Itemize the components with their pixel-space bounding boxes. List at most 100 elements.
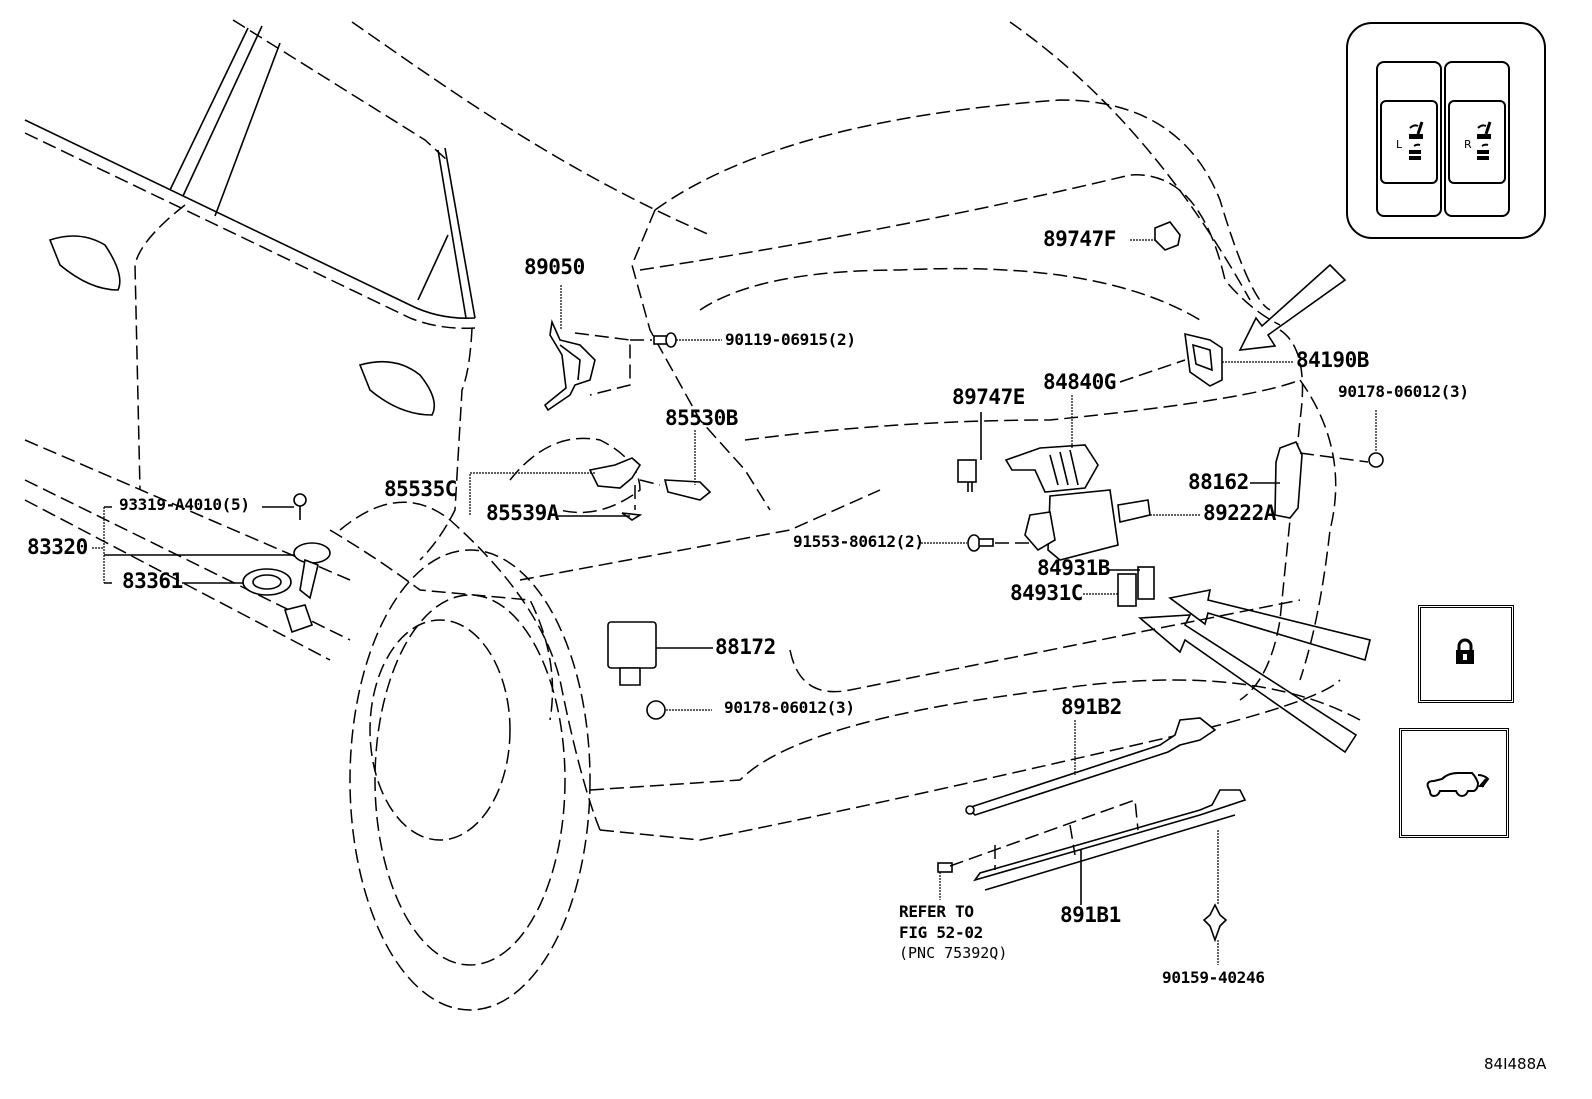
arrow-to-84931B — [1168, 588, 1371, 662]
rear-body-side — [1239, 329, 1304, 701]
part-891B2-harness — [965, 717, 1217, 816]
leader-84840G — [1119, 359, 1186, 383]
seat-switch-left-face: L — [1380, 100, 1438, 184]
label-84931B: 84931B — [1037, 556, 1110, 580]
leader-89050-bolt — [574, 332, 652, 396]
part-84840G-handle — [1004, 444, 1099, 493]
hatch-top — [1009, 21, 1251, 301]
tire-outer — [349, 549, 591, 1011]
fuel-door — [509, 437, 641, 514]
part-93319-screw — [293, 493, 307, 520]
hatch-side — [631, 209, 771, 511]
figure-code: 84I488A — [1484, 1055, 1547, 1073]
b-pillar — [214, 42, 281, 217]
a-pillar-inner — [182, 25, 263, 197]
lower-body — [519, 489, 881, 581]
arrow-to-84190B — [1238, 263, 1347, 351]
label-88172: 88172 — [715, 635, 776, 659]
label-891B1: 891B1 — [1060, 903, 1121, 927]
leader-85535C-dash — [634, 479, 661, 510]
part-84931B-switch — [1137, 566, 1155, 600]
leader-891B1-dash — [949, 798, 1139, 870]
roof-edge — [232, 19, 448, 161]
label-84840G: 84840G — [1043, 370, 1116, 394]
lock-switch-inset — [1418, 605, 1514, 703]
part-85535C-fuel-lid-lock — [588, 457, 642, 489]
part-85530B-actuator — [663, 479, 712, 501]
label-90159-40246: 90159-40246 — [1162, 968, 1265, 987]
part-90119-bolt — [653, 332, 677, 348]
seat-switch-left: L — [1376, 61, 1442, 217]
c-pillar-inner — [437, 149, 467, 319]
tire-inner — [374, 594, 566, 966]
fender-liner — [329, 529, 554, 721]
rear-quarter — [1299, 379, 1337, 681]
quarter-window — [417, 234, 449, 301]
part-90178-nut-lower — [646, 700, 666, 720]
front-door-edge — [134, 204, 186, 491]
label-85535C: 85535C — [384, 477, 457, 501]
label-89747E: 89747E — [952, 385, 1025, 409]
hatch-belt — [744, 379, 1301, 441]
part-84190B-switch — [1184, 332, 1223, 387]
seat-left-letter: L — [1396, 138, 1403, 151]
part-83361-gasket — [242, 568, 292, 596]
hatch-window-lower — [699, 267, 1201, 321]
seat-right-letter: R — [1464, 138, 1472, 151]
wheel-arch — [339, 501, 601, 831]
part-clip-fig52 — [937, 862, 953, 873]
wheel-hub — [369, 619, 511, 841]
leader-85535C — [469, 472, 595, 516]
seat-recline-icon — [1477, 121, 1492, 160]
a-pillar-outer — [169, 27, 249, 191]
rear-door-edge — [419, 327, 473, 561]
part-89050-sensor — [543, 319, 596, 412]
label-89222A: 89222A — [1203, 501, 1276, 525]
refer-note: REFER TO FIG 52-02 (PNC 75392Q) — [899, 904, 1007, 961]
part-89747F-sensor — [1154, 221, 1181, 251]
part-88172-module — [607, 621, 657, 686]
arrow-to-84931C — [1137, 614, 1358, 754]
leader-83320-bracket — [92, 507, 105, 583]
label-89050: 89050 — [524, 255, 585, 279]
seat-switch-right: R — [1444, 61, 1510, 217]
tailgate-switch-inset — [1399, 728, 1509, 838]
label-90178-06012-upper: 90178-06012(3) — [1338, 382, 1469, 401]
part-83320-sender-gauge — [283, 542, 331, 634]
label-891B2: 891B2 — [1061, 695, 1122, 719]
seat-switch-inset: L R — [1346, 22, 1546, 239]
label-91553-80612: 91553-80612(2) — [793, 532, 924, 551]
vehicle-tailgate-icon — [1426, 772, 1490, 798]
part-91553-bolt — [967, 534, 994, 552]
label-85539A: 85539A — [486, 501, 559, 525]
refer-note-line3: (PNC 75392Q) — [899, 944, 1008, 962]
part-89222A-ecu — [1024, 489, 1151, 561]
roof-line — [351, 21, 711, 236]
label-93319-A4010: 93319-A4010(5) — [119, 495, 250, 514]
label-83320: 83320 — [27, 535, 88, 559]
part-89747E-sensor — [957, 459, 977, 492]
label-84190B: 84190B — [1296, 348, 1369, 372]
seat-switch-right-face: R — [1448, 100, 1506, 184]
hatch-outline — [654, 99, 1271, 311]
label-83361: 83361 — [122, 569, 183, 593]
bumper-lower — [589, 679, 1361, 791]
bumper-bottom — [599, 679, 1341, 841]
rear-handle — [358, 360, 436, 416]
refer-note-line1: REFER TO — [899, 902, 974, 921]
front-handle — [48, 235, 121, 291]
part-84931C-switch — [1117, 573, 1137, 607]
part-90159-screw — [1202, 903, 1228, 943]
window-sill-lower — [24, 132, 476, 330]
leader-88162-nut — [1299, 452, 1369, 463]
leader-83320 — [104, 506, 295, 584]
bumper-upper — [789, 599, 1301, 693]
seat-recline-icon — [1409, 121, 1424, 160]
padlock-icon — [1456, 638, 1474, 664]
label-90178-06012-lower: 90178-06012(3) — [724, 698, 855, 717]
window-sill-upper — [24, 119, 476, 320]
part-88162-bracket — [1274, 440, 1303, 519]
hatch-glass — [639, 174, 1281, 326]
